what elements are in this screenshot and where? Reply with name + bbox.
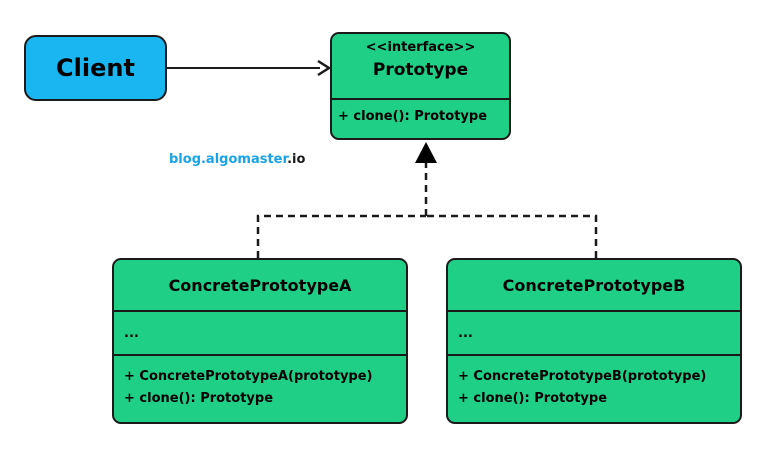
association-arrowhead [317, 59, 332, 77]
concrete-b-methods: + ConcretePrototypeB(prototype) + clone(… [448, 356, 740, 410]
concrete-a-methods: + ConcretePrototypeA(prototype) + clone(… [114, 356, 406, 410]
prototype-interface-box: <<interface>> Prototype + clone(): Proto… [330, 32, 511, 140]
realization-line-a [256, 214, 426, 258]
concrete-a-method: + ConcretePrototypeA(prototype) [124, 369, 373, 384]
interface-method: + clone(): Prototype [338, 109, 488, 124]
concrete-b-method: + clone(): Prototype [458, 391, 608, 406]
concrete-b-name: ConcretePrototypeB [448, 260, 740, 312]
realization-arrowhead [415, 142, 437, 163]
credit-tld: .io [287, 152, 306, 167]
interface-header: <<interface>> Prototype [332, 34, 509, 100]
client-label: Client [56, 54, 135, 82]
concrete-b-method: + ConcretePrototypeB(prototype) [458, 369, 707, 384]
concrete-a-method: + clone(): Prototype [124, 391, 274, 406]
concrete-a-fields: ... [114, 312, 406, 356]
concrete-prototype-b-box: ConcretePrototypeB ... + ConcretePrototy… [446, 258, 742, 424]
interface-stereotype: <<interface>> [365, 40, 476, 55]
concrete-prototype-a-box: ConcretePrototypeA ... + ConcretePrototy… [112, 258, 408, 424]
client-box: Client [24, 35, 167, 101]
credit-domain: blog.algomaster [169, 152, 288, 167]
concrete-b-fields: ... [448, 312, 740, 356]
concrete-a-name: ConcretePrototypeA [114, 260, 406, 312]
watermark-credit: blog.algomaster.io [169, 152, 305, 167]
interface-name: Prototype [372, 60, 469, 80]
realization-line-b [426, 214, 598, 258]
